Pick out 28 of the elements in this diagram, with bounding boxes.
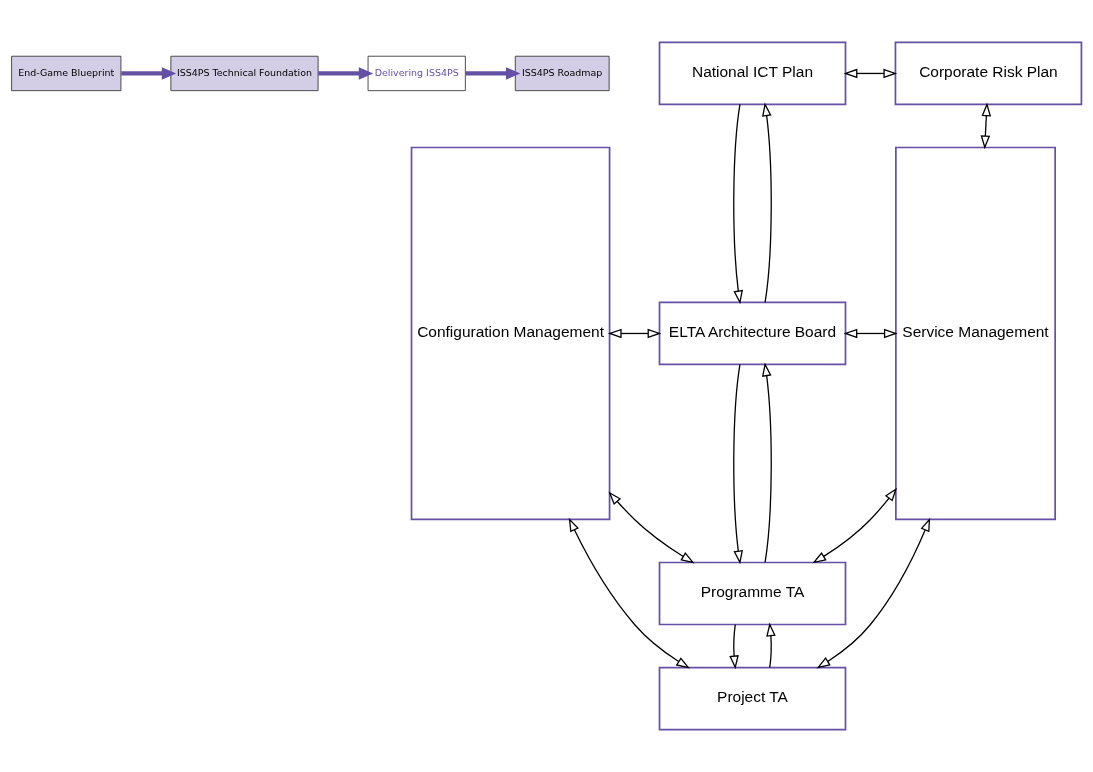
node-box: ISS4PS Technical Foundation [170,55,319,92]
node-box: ISS4PS Roadmap [514,55,610,92]
arrow [761,102,772,303]
arrow [318,67,374,80]
arrow [465,67,521,80]
arrow [121,67,177,80]
arrow [812,487,898,564]
node-box: ELTA Architecture Board [658,301,847,366]
node-box: Service Management [895,146,1056,521]
node-box: Configuration Management [410,146,611,521]
arrow [733,363,743,565]
arrow [766,622,776,668]
node-box: End-Game Blueprint [11,55,122,92]
arrow [761,362,772,563]
arrow [816,517,931,669]
arrow [843,328,898,339]
arrow [608,491,695,564]
node-box: Delivering ISS4PS [367,55,466,92]
arrow [568,517,690,669]
arrow [729,623,739,670]
node-box: National ICT Plan [658,41,847,106]
node-box: Programme TA [658,561,847,626]
arrow [980,102,992,150]
node-box: Project TA [658,666,847,731]
arrow [607,328,662,339]
node-box: Corporate Risk Plan [894,41,1083,106]
arrow [843,68,898,79]
arrow [733,103,743,305]
